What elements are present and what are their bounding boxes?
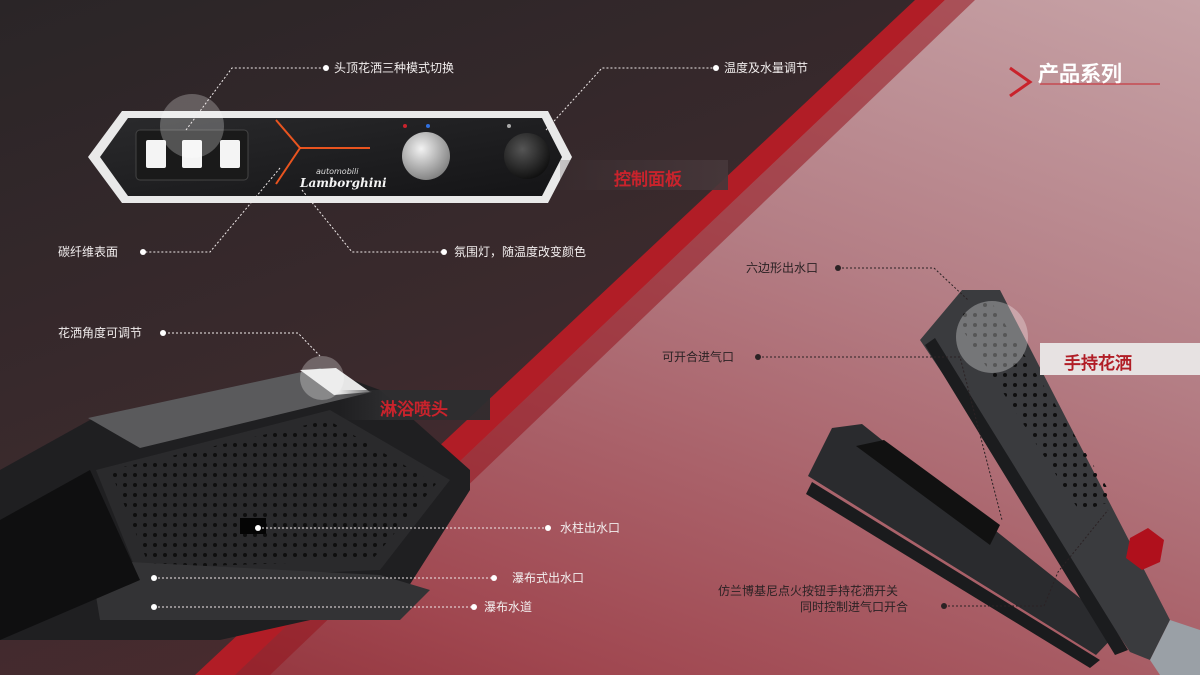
annotation-dot <box>151 575 157 581</box>
annotation-dot <box>713 65 719 71</box>
column-outlet-label: 水柱出水口 <box>560 521 621 535</box>
shower-head-band <box>340 390 490 420</box>
annotation-dot <box>941 603 947 609</box>
annotation-dot <box>441 249 447 255</box>
temp-volume-label: 温度及水量调节 <box>724 61 809 75</box>
annotation-dot <box>151 604 157 610</box>
control-panel-title: 控制面板 <box>614 170 682 190</box>
waterfall-outlet-label: 瀑布式出水口 <box>512 571 585 585</box>
annotation-dot <box>323 65 329 71</box>
mode-switch-label: 头顶花洒三种模式切换 <box>334 61 455 75</box>
switch-label-line1: 仿兰博基尼点火按钮手持花洒开关 <box>718 584 899 598</box>
logo-main-text: Lamborghini <box>300 176 387 190</box>
switch-label-line2: 同时控制进气口开合 <box>800 600 909 614</box>
shower-head-title: 淋浴喷头 <box>380 400 448 420</box>
annotation-dot <box>255 525 261 531</box>
annotation-dot <box>491 575 497 581</box>
annotation-dot <box>755 354 761 360</box>
annotation-dot <box>471 604 477 610</box>
air-inlet-label: 可开合进气口 <box>662 350 735 364</box>
hand-shower-title: 手持花洒 <box>1064 354 1132 374</box>
annotation-dot <box>835 265 841 271</box>
hand-shower-band <box>1040 343 1200 375</box>
series-title: 产品系列 <box>1038 62 1122 86</box>
hex-outlet-label: 六边形出水口 <box>746 261 819 275</box>
angle-label: 花洒角度可调节 <box>58 326 143 340</box>
carbon-surface-label: 碳纤维表面 <box>58 245 119 259</box>
ambient-light-label: 氛围灯，随温度改变颜色 <box>454 245 587 259</box>
waterfall-channel-label: 瀑布水道 <box>484 600 533 614</box>
logo-small-text: automobili <box>316 167 359 176</box>
annotation-dot <box>140 249 146 255</box>
annotation-dot <box>160 330 166 336</box>
annotation-dot <box>545 525 551 531</box>
control-panel-band <box>560 160 728 190</box>
